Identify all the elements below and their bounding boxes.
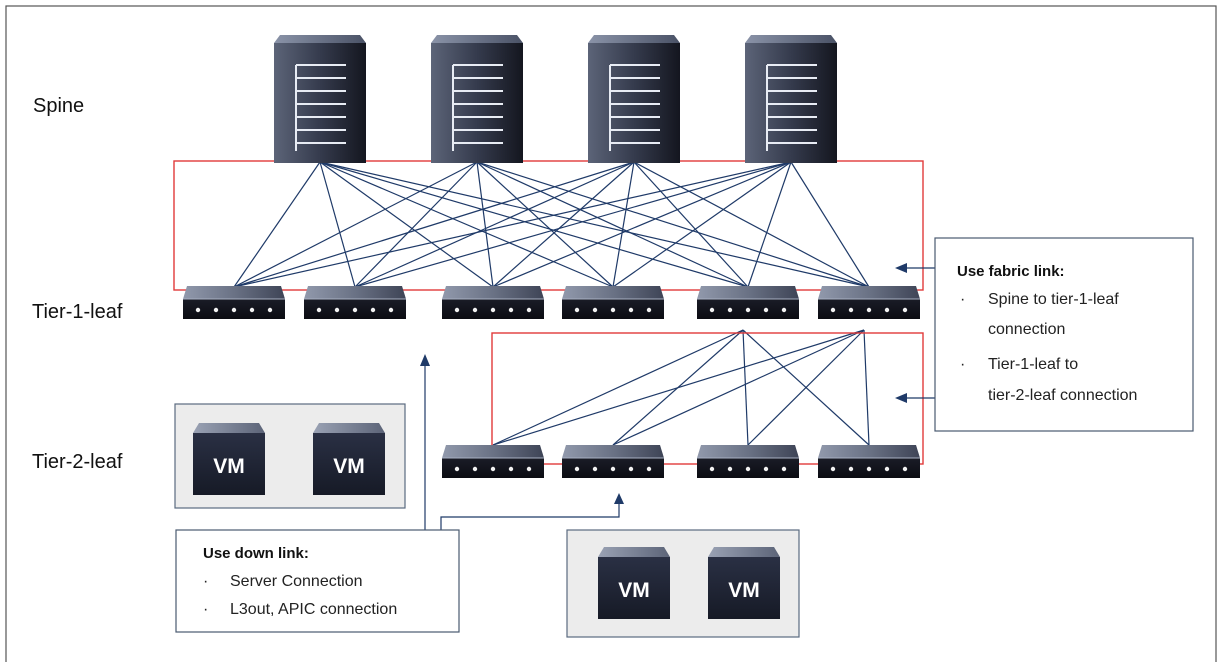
- arrow-head-up-tier1: [420, 354, 430, 366]
- leaf-switch-icon: [304, 286, 406, 319]
- leaf-switch-icon: [442, 445, 544, 478]
- layer-label-tier1-leaf: Tier-1-leaf: [32, 301, 123, 323]
- spine-switch-icon: [274, 35, 366, 163]
- leaf-switch-icon: [562, 286, 664, 319]
- down-bullet1: Server Connection: [230, 573, 363, 590]
- vm-label: VM: [333, 455, 365, 478]
- spine-tier1-highlight-box: [173, 160, 924, 291]
- arrow-head-left-upper: [895, 263, 907, 273]
- leaf-switch-icon: [697, 286, 799, 319]
- fabric-callout-title: Use fabric link:: [957, 263, 1065, 280]
- leaf-switch-icon: [818, 445, 920, 478]
- vm-label: VM: [213, 455, 245, 478]
- down-link-arrows: [424, 364, 620, 530]
- bullet-glyph: ·: [203, 601, 208, 618]
- tier1-tier2-highlight-box: [491, 332, 924, 465]
- outer-frame: [5, 5, 1217, 662]
- spine-switch-icon: [588, 35, 680, 163]
- fabric-bullet2-line1: Tier-1-leaf to: [988, 356, 1078, 373]
- spine-switch-icon: [745, 35, 837, 163]
- tier1-to-tier2-links: [492, 329, 870, 446]
- layer-label-tier2-leaf: Tier-2-leaf: [32, 451, 123, 473]
- fabric-bullet2-line2: tier-2-leaf connection: [988, 387, 1137, 404]
- leaf-switch-icon: [697, 445, 799, 478]
- virtual-machines: VM VM VM VM: [193, 423, 780, 619]
- arrow-head-left-lower: [895, 393, 907, 403]
- spine-switches: [274, 35, 837, 163]
- leaf-switch-icon: [183, 286, 285, 319]
- arrow-head-up-tier2: [614, 493, 624, 504]
- bullet-glyph: ·: [960, 291, 965, 308]
- vm-label: VM: [618, 579, 650, 602]
- tier2-leaf-switches: [442, 445, 920, 478]
- leaf-switch-icon: [562, 445, 664, 478]
- fabric-link-callout: Use fabric link: · Spine to tier-1-leaf …: [934, 237, 1194, 432]
- down-callout-title: Use down link:: [203, 545, 309, 562]
- fabric-bullet1-line1: Spine to tier-1-leaf: [988, 291, 1119, 308]
- tier1-leaf-switches: [183, 286, 920, 319]
- bullet-glyph: ·: [203, 573, 208, 590]
- vm-label: VM: [728, 579, 760, 602]
- vm-icon: VM: [313, 423, 385, 495]
- bullet-glyph: ·: [960, 356, 965, 373]
- leaf-switch-icon: [442, 286, 544, 319]
- down-link-callout: Use down link: · Server Connection · L3o…: [175, 529, 460, 633]
- vm-icon: VM: [708, 547, 780, 619]
- leaf-switch-icon: [818, 286, 920, 319]
- spine-to-tier1-links: [233, 161, 870, 288]
- vm-icon: VM: [598, 547, 670, 619]
- fabric-bullet1-line2: connection: [988, 321, 1065, 338]
- vm-icon: VM: [193, 423, 265, 495]
- down-bullet2: L3out, APIC connection: [230, 601, 397, 618]
- layer-label-spine: Spine: [33, 95, 84, 117]
- spine-switch-icon: [431, 35, 523, 163]
